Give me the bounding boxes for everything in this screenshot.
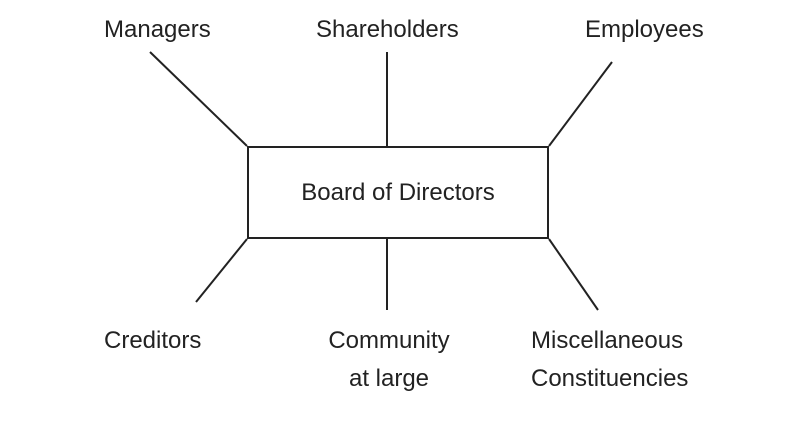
miscellaneous-constituencies-label: Miscellaneous Constituencies [531,322,688,399]
creditors-label: Creditors [104,327,202,354]
community-line-2: at large [348,365,430,393]
misc-line-2: Constituencies [531,365,689,393]
misc-line-1: Miscellaneous [531,327,684,354]
community-line-1: Community [328,327,450,354]
connector-managers [149,51,248,147]
connector-employees [548,61,613,147]
employees-label: Employees [585,16,704,43]
community-at-large-label: Community at large [319,322,459,399]
connector-miscellaneous [548,238,599,311]
managers-label: Managers [104,16,211,43]
shareholders-label: Shareholders [316,16,459,43]
board-of-directors-label: Board of Directors [301,178,495,206]
connector-creditors [195,238,248,303]
board-of-directors-box: Board of Directors [247,146,549,239]
